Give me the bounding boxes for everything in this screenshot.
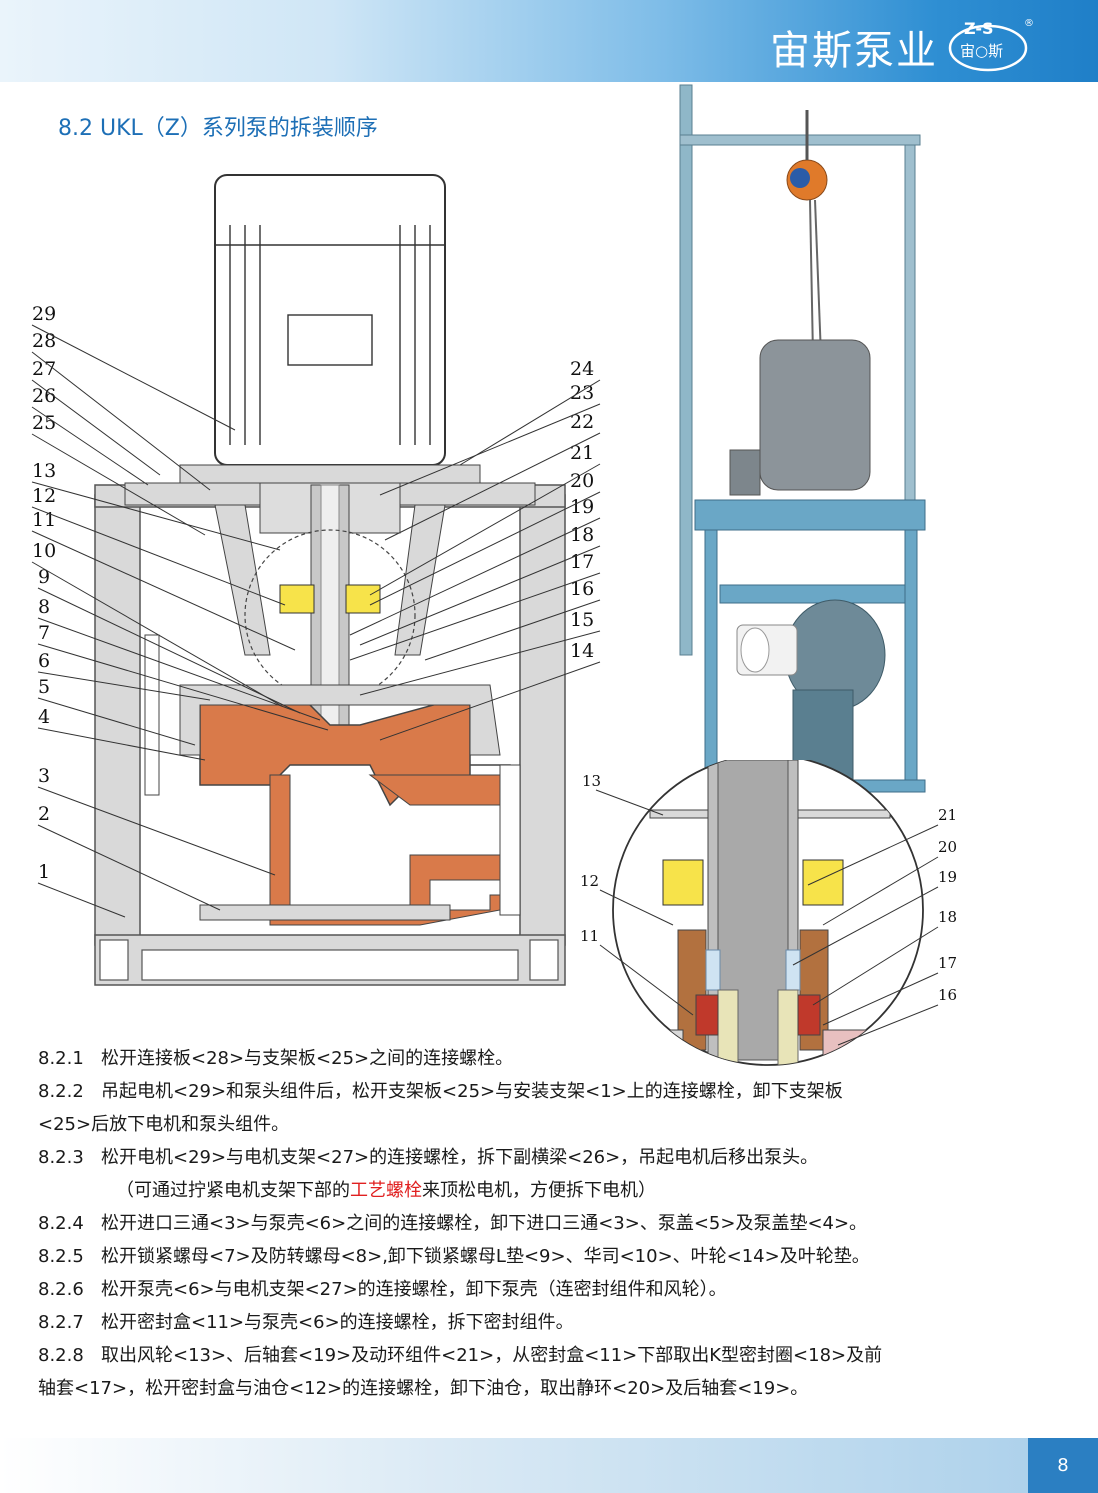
step-8-2-1: 8.2.1 松开连接板<28>与支架板<25>之间的连接螺栓。 (38, 1048, 514, 1069)
svg-text:2: 2 (38, 803, 50, 825)
step-8-2-3: 8.2.3 松开电机<29>与电机支架<27>的连接螺栓，拆下副横梁<26>，吊… (38, 1147, 819, 1168)
svg-text:9: 9 (38, 566, 50, 588)
detail-left-callouts: 13 12 11 (580, 772, 601, 945)
step-8-2-4: 8.2.4 松开进口三通<3>与泵壳<6>之间的连接螺栓，卸下进口三通<3>、泵… (38, 1213, 868, 1234)
svg-text:27: 27 (32, 358, 56, 380)
step-8-2-7: 8.2.7 松开密封盒<11>与泵壳<6>的连接螺栓，拆下密封组件。 (38, 1312, 574, 1333)
step-8-2-8: 8.2.8 取出风轮<13>、后轴套<19>及动环组件<21>，从密封盒<11>… (38, 1345, 883, 1366)
step-8-2-2-cont: <25>后放下电机和泵头组件。 (38, 1114, 290, 1135)
pump-section-diagram: 29 28 27 26 25 13 12 11 10 9 8 7 6 5 4 3… (31, 174, 601, 986)
svg-text:28: 28 (32, 330, 56, 352)
svg-text:19: 19 (570, 496, 594, 518)
pump-photo (679, 84, 926, 793)
disassembly-steps: 8.2.1 松开连接板<28>与支架板<25>之间的连接螺栓。 8.2.2 吊起… (38, 1042, 1038, 1405)
zs-logo: Z-S 宙○斯 ® (948, 18, 1034, 72)
page-header: 宙斯泵业 Z-S 宙○斯 ® (0, 0, 1098, 82)
svg-text:6: 6 (38, 650, 50, 672)
svg-text:21: 21 (938, 806, 957, 824)
svg-text:7: 7 (38, 622, 50, 644)
svg-text:20: 20 (938, 838, 957, 856)
svg-text:16: 16 (570, 578, 594, 600)
svg-text:29: 29 (32, 303, 56, 325)
svg-text:20: 20 (570, 470, 594, 492)
svg-text:1: 1 (38, 861, 50, 883)
svg-text:18: 18 (570, 524, 594, 546)
svg-text:16: 16 (938, 986, 957, 1004)
svg-text:22: 22 (570, 411, 594, 433)
svg-text:21: 21 (570, 442, 594, 464)
svg-text:3: 3 (38, 765, 50, 787)
svg-text:5: 5 (38, 676, 50, 698)
svg-text:17: 17 (570, 551, 594, 573)
seal-detail-diagram: 13 12 11 21 20 19 18 17 16 (580, 760, 957, 1066)
svg-text:26: 26 (32, 385, 56, 407)
svg-text:®: ® (1024, 18, 1034, 29)
svg-text:24: 24 (570, 358, 594, 380)
svg-text:11: 11 (580, 927, 599, 945)
svg-text:12: 12 (580, 872, 599, 890)
svg-text:19: 19 (938, 868, 957, 886)
svg-text:宙○斯: 宙○斯 (960, 42, 1003, 60)
step-8-2-3-note: （可通过拧紧电机支架下部的工艺螺栓来顶松电机，方便拆下电机） (116, 1180, 656, 1201)
right-callouts: 24 23 22 21 20 19 18 17 16 15 14 (570, 358, 594, 662)
page-number: 8 (1028, 1438, 1098, 1493)
step-8-2-2: 8.2.2 吊起电机<29>和泵头组件后，松开支架板<25>与安装支架<1>上的… (38, 1081, 843, 1102)
svg-text:17: 17 (938, 954, 957, 972)
svg-text:25: 25 (32, 412, 56, 434)
step-8-2-8-cont: 轴套<17>，松开密封盒与油仓<12>的连接螺栓，卸下油仓，取出静环<20>及后… (38, 1378, 809, 1399)
svg-text:14: 14 (570, 640, 594, 662)
svg-text:12: 12 (32, 485, 56, 507)
svg-text:4: 4 (38, 706, 50, 728)
detail-right-callouts: 21 20 19 18 17 16 (938, 806, 957, 1004)
svg-text:18: 18 (938, 908, 957, 926)
page-footer (0, 1438, 1098, 1493)
svg-text:8: 8 (38, 596, 50, 618)
svg-text:13: 13 (32, 460, 56, 482)
left-callouts: 29 28 27 26 25 13 12 11 10 9 8 7 6 5 4 3… (32, 303, 56, 883)
svg-text:11: 11 (32, 509, 56, 531)
svg-text:10: 10 (32, 540, 56, 562)
svg-text:13: 13 (582, 772, 601, 790)
process-bolt-highlight: 工艺螺栓 (350, 1180, 422, 1201)
step-8-2-6: 8.2.6 松开泵壳<6>与电机支架<27>的连接螺栓，卸下泵壳（连密封组件和风… (38, 1279, 727, 1300)
step-8-2-5: 8.2.5 松开锁紧螺母<7>及防转螺母<8>,卸下锁紧螺母L垫<9>、华司<1… (38, 1246, 870, 1267)
brand-name: 宙斯泵业 (770, 28, 938, 74)
section-title: 8.2 UKL（Z）系列泵的拆装顺序 (58, 116, 378, 141)
svg-text:Z-S: Z-S (964, 19, 993, 38)
svg-text:15: 15 (570, 609, 594, 631)
